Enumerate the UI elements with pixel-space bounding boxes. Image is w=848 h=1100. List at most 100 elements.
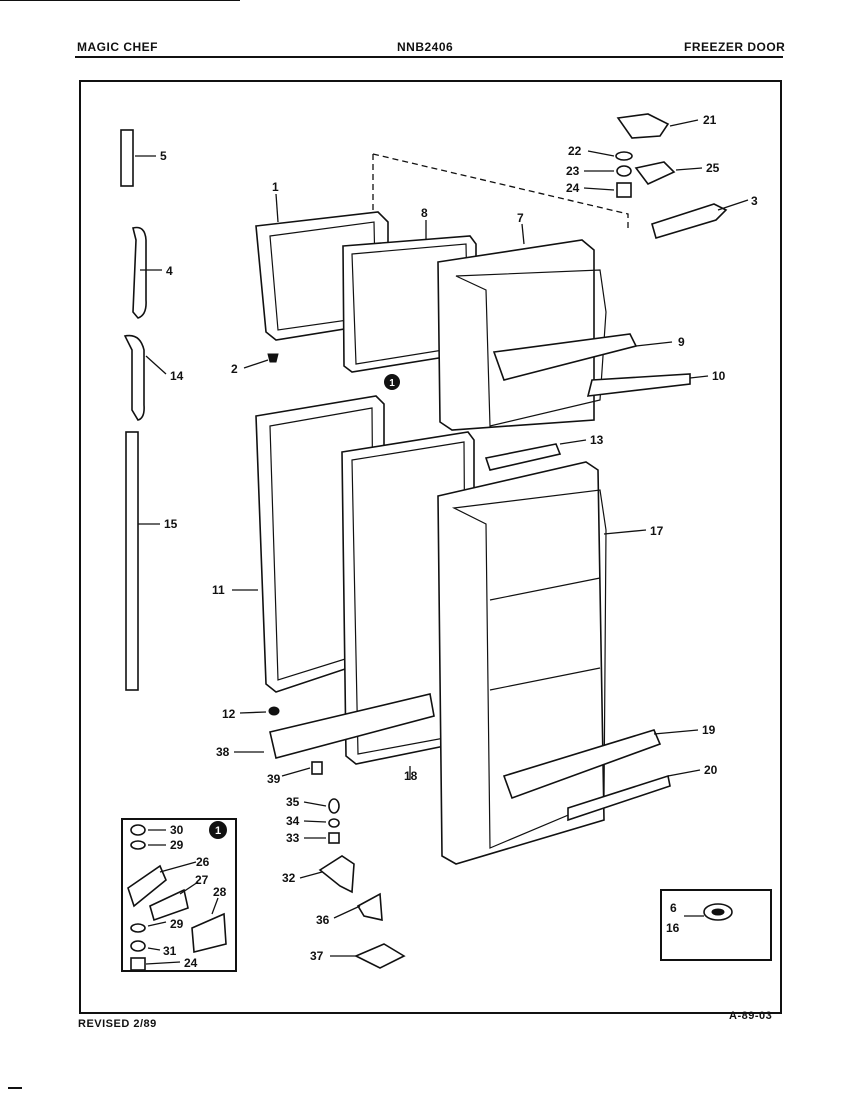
callout-11: 11 <box>212 583 225 597</box>
callout-marker-1 <box>384 374 400 390</box>
section-title: FREEZER DOOR <box>684 40 786 54</box>
callout-28: 28 <box>213 885 227 899</box>
part-12-plug <box>268 706 280 716</box>
part-23-bushing <box>616 165 632 177</box>
part-4-handle <box>132 226 147 319</box>
leader-29b <box>147 921 167 927</box>
leader-22 <box>587 150 615 157</box>
callout-38: 38 <box>216 745 230 759</box>
leader-3 <box>717 199 749 211</box>
callout-19: 19 <box>702 723 716 737</box>
leader-13 <box>559 439 587 445</box>
callout-24: 24 <box>566 181 580 195</box>
callout-20: 20 <box>704 763 718 777</box>
part-34-washer <box>328 818 340 828</box>
callout-14: 14 <box>170 369 184 383</box>
diagram-frame <box>79 80 782 1014</box>
leader-36 <box>333 905 361 919</box>
leader-19 <box>653 729 699 735</box>
part-39-fastener <box>311 761 323 775</box>
leader-7 <box>521 223 525 245</box>
callout-16: 16 <box>666 921 680 935</box>
callout-24b: 24 <box>184 956 198 970</box>
part-2-screw <box>267 353 279 363</box>
part-5-trim-strip <box>120 129 134 187</box>
part-3-hinge-pin-bracket <box>651 203 728 239</box>
page-bottom-mark <box>8 1087 22 1089</box>
part-27-hinge-plate <box>149 888 189 922</box>
leader-31 <box>147 947 161 951</box>
callout-37: 37 <box>310 949 324 963</box>
dashed-reference-line <box>372 153 629 230</box>
leader-27 <box>179 881 199 895</box>
callout-7: 7 <box>517 211 524 225</box>
callout-17: 17 <box>650 524 664 538</box>
part-13-bracket <box>484 443 562 471</box>
part-7-upper-liner <box>437 239 595 431</box>
part-30-nut <box>130 824 146 836</box>
part-17-shelf-line-2 <box>489 667 601 691</box>
callout-18: 18 <box>404 769 418 783</box>
leader-28 <box>211 897 219 915</box>
part-7-liner-inner <box>455 269 607 427</box>
callout-39: 39 <box>267 772 281 786</box>
leader-10 <box>689 375 709 379</box>
part-15-long-strip <box>125 431 139 691</box>
revision-note: REVISED 2/89 <box>78 1018 157 1030</box>
leader-24 <box>583 187 615 191</box>
leader-1 <box>275 193 279 223</box>
callout-3: 3 <box>751 194 758 208</box>
part-20-shelf-rail <box>567 774 671 822</box>
callout-8: 8 <box>421 206 428 220</box>
part-37-hinge-plate <box>354 943 406 969</box>
callout-27: 27 <box>195 873 209 887</box>
callout-26: 26 <box>196 855 210 869</box>
callout-35: 35 <box>286 795 300 809</box>
callout-32: 32 <box>282 871 296 885</box>
model-number: NNB2406 <box>397 40 454 54</box>
callout-12: 12 <box>222 707 236 721</box>
leader-21 <box>669 119 699 127</box>
part-28-bracket <box>191 912 227 954</box>
callout-marker-1-label: 1 <box>389 378 395 389</box>
part-33-bushing <box>328 832 340 844</box>
callout-6: 6 <box>670 901 677 915</box>
leader-12 <box>239 711 267 714</box>
part-21-top-hinge <box>616 113 670 139</box>
inset-marker-label: 1 <box>215 825 221 837</box>
callout-29b: 29 <box>170 917 184 931</box>
leader-34 <box>303 820 327 823</box>
part-24-spacer-2 <box>130 957 146 971</box>
leader-24b <box>145 961 181 965</box>
inset-marker-1 <box>209 821 227 839</box>
part-32-bottom-hinge <box>318 855 355 894</box>
part-38-bottom-trim <box>269 693 435 759</box>
callout-10: 10 <box>712 369 726 383</box>
part-25-hinge-plate <box>634 161 676 185</box>
part-36-hinge-bracket <box>356 892 383 922</box>
leader-26 <box>159 861 197 873</box>
part-10-shelf-rail <box>586 373 691 397</box>
callout-31: 31 <box>163 944 177 958</box>
leader-39 <box>281 767 311 777</box>
leader-35 <box>303 801 327 807</box>
part-17-shelf-line-1 <box>489 577 601 601</box>
callout-9: 9 <box>678 335 685 349</box>
part-6-16-grommet-center <box>711 908 725 916</box>
callout-22: 22 <box>568 144 582 158</box>
inset-box-1 <box>121 818 237 972</box>
part-31-nut <box>130 940 146 952</box>
inset-box-6-16 <box>660 889 772 961</box>
diagram-code: A-89-03 <box>729 1010 773 1022</box>
callout-25: 25 <box>706 161 720 175</box>
leader-2 <box>243 359 269 369</box>
callout-2: 2 <box>231 362 238 376</box>
callout-23: 23 <box>566 164 580 178</box>
part-29-washer-2 <box>130 923 146 933</box>
leader-17 <box>603 529 647 535</box>
callout-29a: 29 <box>170 838 184 852</box>
part-26-hinge <box>127 864 167 908</box>
brand-title: MAGIC CHEF <box>77 40 158 54</box>
part-14-handle <box>123 334 145 421</box>
leader-9 <box>635 341 673 347</box>
